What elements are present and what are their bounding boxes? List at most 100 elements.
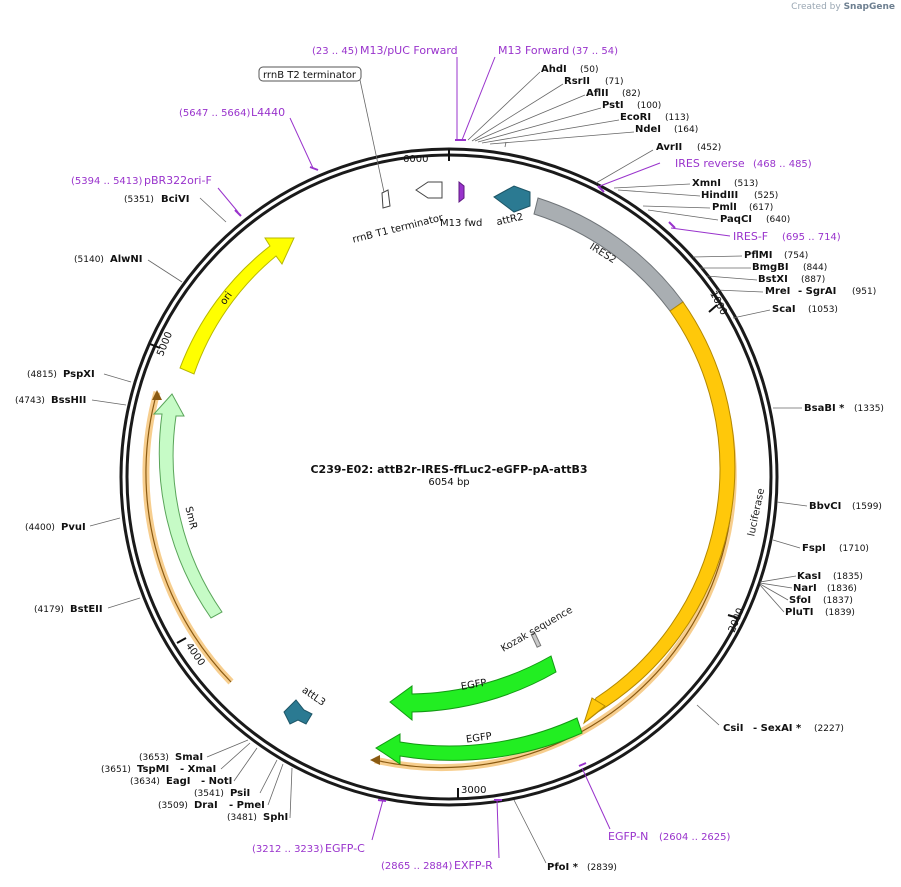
site-pflmi-name: PflMI bbox=[744, 250, 772, 261]
plasmid-title: C239-E02: attB2r-IRES-ffLuc2-eGFP-pA-att… bbox=[310, 463, 587, 476]
primer-m13puc-range: (23 .. 45) bbox=[312, 46, 358, 57]
site-bcivi-pos: (5351) bbox=[124, 195, 154, 205]
tick-label-5000: 5000 bbox=[155, 330, 175, 358]
snapgene-logo: SnapGene bbox=[843, 2, 895, 12]
egfp-outer-label: EGFP bbox=[465, 731, 492, 745]
site-tspmi-pos: (3651) bbox=[101, 765, 131, 775]
site-psti-pos: (100) bbox=[637, 101, 661, 111]
rrnb-t1-label: rrnB T1 terminator bbox=[351, 212, 445, 245]
attr2-feature bbox=[493, 185, 531, 213]
site-sfoi-pos: (1837) bbox=[823, 596, 853, 606]
site-krei-name: MreI bbox=[765, 286, 790, 297]
rrnb-t2-label-box bbox=[258, 66, 362, 82]
primer-m13fwd-range: (37 .. 54) bbox=[572, 46, 618, 57]
site-bstxi-name: BstXI bbox=[758, 274, 788, 285]
site-drai-pos: (3509) bbox=[158, 801, 188, 811]
primer-ires-f-name: IRES-F bbox=[733, 230, 768, 243]
primer-exfp-r-name: EXFP-R bbox=[454, 859, 493, 872]
site-pmli-name: PmlI bbox=[712, 202, 737, 213]
site-smai-name: SmaI bbox=[175, 752, 203, 763]
tick-label-6000: 6000 bbox=[403, 154, 428, 165]
site-bsabi-pos: (1335) bbox=[854, 404, 884, 414]
luciferase-label: luciferase bbox=[746, 487, 767, 537]
site-smai-pos: (3653) bbox=[139, 753, 169, 763]
site-pluti-name: PluTI bbox=[785, 607, 813, 618]
site-psii-pos: (3541) bbox=[194, 789, 224, 799]
site-pflmi-pos: (754) bbox=[784, 251, 808, 261]
site-ndei-pos: (164) bbox=[674, 125, 698, 135]
site-sphi-name: SphI bbox=[263, 812, 288, 823]
smr-feature bbox=[152, 393, 223, 619]
site-csii-name: CsiI bbox=[723, 723, 743, 734]
m13-fwd-feature bbox=[458, 180, 465, 204]
site-avrii-pos: (452) bbox=[697, 143, 721, 153]
site-alwni-pos: (5140) bbox=[74, 255, 104, 265]
primer-egfp-n-range: (2604 .. 2625) bbox=[659, 832, 731, 843]
site-bstxi-pos: (887) bbox=[801, 275, 825, 285]
luciferase-feature bbox=[586, 301, 736, 722]
site-mrei-pos: (951) bbox=[852, 287, 876, 297]
sites-left: (5351) BciVI (5140) AlwNI (4815) PspXI (… bbox=[15, 194, 288, 823]
site-ahdi-pos: (50) bbox=[580, 65, 598, 75]
plasmid-length: 6054 bp bbox=[428, 477, 469, 488]
egfp-inner-feature bbox=[389, 655, 557, 722]
site-rsrii-pos: (71) bbox=[605, 77, 623, 87]
egfp-inner-label: EGFP bbox=[460, 678, 487, 693]
site-xmni-name: XmnI bbox=[692, 178, 721, 189]
attr2-label: attR2 bbox=[495, 212, 524, 228]
primer-pbr322-name: pBR322ori-F bbox=[144, 174, 212, 187]
primer-pbr322-range: (5394 .. 5413) bbox=[71, 176, 143, 187]
site-bbvci-name: BbvCI bbox=[809, 501, 841, 512]
primer-ires-reverse-range: (468 .. 485) bbox=[753, 159, 812, 170]
site-ecori-name: EcoRI bbox=[620, 112, 651, 123]
site-hindiii-pos: (525) bbox=[754, 191, 778, 201]
primer-leaders bbox=[217, 56, 731, 859]
site-paqci-name: PaqCI bbox=[720, 214, 752, 225]
primer-egfp-n-name: EGFP-N bbox=[608, 830, 648, 843]
primer-exfp-r-range: (2865 .. 2884) bbox=[381, 861, 453, 872]
site-aflii-name: AflII bbox=[586, 88, 609, 99]
smr-orf-halo bbox=[142, 391, 234, 685]
site-nari-name: NarI bbox=[793, 583, 817, 594]
site-aflii-pos: (82) bbox=[622, 89, 640, 99]
site-sphi-pos: (3481) bbox=[227, 813, 257, 823]
smr-orf-line bbox=[145, 391, 232, 683]
rrnb-t2-leader bbox=[359, 79, 385, 193]
site-fspi-pos: (1710) bbox=[839, 544, 869, 554]
site-rsrii-name: RsrII bbox=[564, 76, 590, 87]
site-paqci-pos: (640) bbox=[766, 215, 790, 225]
site-sgrai-name: - SgrAI bbox=[798, 286, 836, 297]
m13-fwd-label: M13 fwd bbox=[440, 218, 482, 229]
site-xmai-name: - XmaI bbox=[180, 764, 216, 775]
site-noti-name: - NotI bbox=[201, 776, 232, 787]
site-pvui-pos: (4400) bbox=[25, 523, 55, 533]
site-eagi-pos: (3634) bbox=[130, 777, 160, 787]
site-kasi-pos: (1835) bbox=[833, 572, 863, 582]
site-hindiii-name: HindIII bbox=[701, 190, 738, 201]
attl3-label: attL3 bbox=[300, 685, 328, 709]
site-eagi-name: EagI bbox=[166, 776, 190, 787]
primer-l4440-range: (5647 .. 5664) bbox=[179, 108, 251, 119]
site-bsabi-name: BsaBI * bbox=[804, 403, 845, 414]
site-sexai-name: - SexAI * bbox=[753, 723, 802, 734]
ori-feature bbox=[179, 237, 295, 375]
site-psti-name: PstI bbox=[602, 100, 624, 111]
site-bcivi-name: BciVI bbox=[161, 194, 189, 205]
site-fspi-name: FspI bbox=[802, 543, 826, 554]
site-scai-pos: (1053) bbox=[808, 305, 838, 315]
primer-ires-f-range: (695 .. 714) bbox=[782, 232, 841, 243]
site-ecori-pos: (113) bbox=[665, 113, 689, 123]
primer-labels: (23 .. 45) M13/pUC Forward M13 Forward (… bbox=[71, 44, 841, 872]
smr-label: SmR bbox=[182, 505, 198, 530]
primer-ires-reverse-name: IRES reverse bbox=[675, 157, 745, 170]
snapgene-watermark: Created by SnapGene bbox=[791, 2, 895, 12]
site-sfoi-name: SfoI bbox=[789, 595, 811, 606]
sites-right: AhdI (50) RsrII (71) AflII (82) PstI (10… bbox=[541, 64, 884, 873]
site-pvui-name: PvuI bbox=[61, 522, 86, 533]
site-bmgbi-name: BmgBI bbox=[752, 262, 789, 273]
site-scai-name: ScaI bbox=[772, 304, 796, 315]
site-pfoi-name: PfoI * bbox=[547, 862, 579, 873]
site-pfoi-pos: (2839) bbox=[587, 863, 617, 873]
luciferase-arrowhead bbox=[583, 697, 606, 725]
attl3-feature bbox=[283, 699, 313, 725]
